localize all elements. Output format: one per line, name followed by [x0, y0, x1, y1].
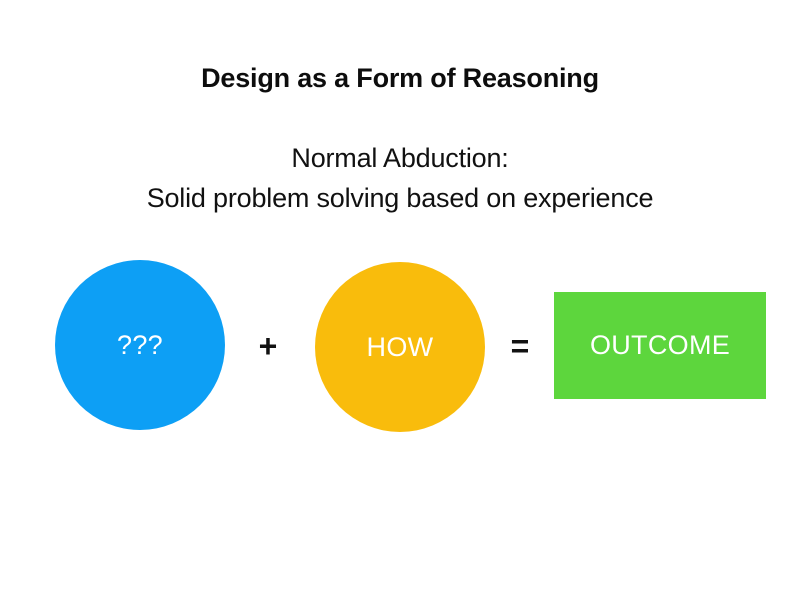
term-unknown-label: ???: [117, 329, 163, 360]
term-how-circle: HOW: [315, 262, 485, 432]
operator-plus: +: [258, 328, 278, 364]
term-how-label: HOW: [366, 331, 434, 362]
subtitle-line-1: Normal Abduction:: [291, 143, 509, 173]
term-outcome-rectangle: OUTCOME: [554, 292, 766, 399]
subtitle-line-2: Solid problem solving based on experienc…: [146, 183, 654, 213]
equation-diagram: ??? + HOW = OUTCOME: [0, 258, 800, 434]
term-unknown-circle: ???: [55, 260, 225, 430]
term-outcome-label: OUTCOME: [589, 330, 731, 360]
operator-equals: =: [510, 328, 530, 364]
slide-subtitle: Normal Abduction: Solid problem solving …: [0, 138, 800, 218]
slide-title: Design as a Form of Reasoning: [201, 63, 599, 93]
